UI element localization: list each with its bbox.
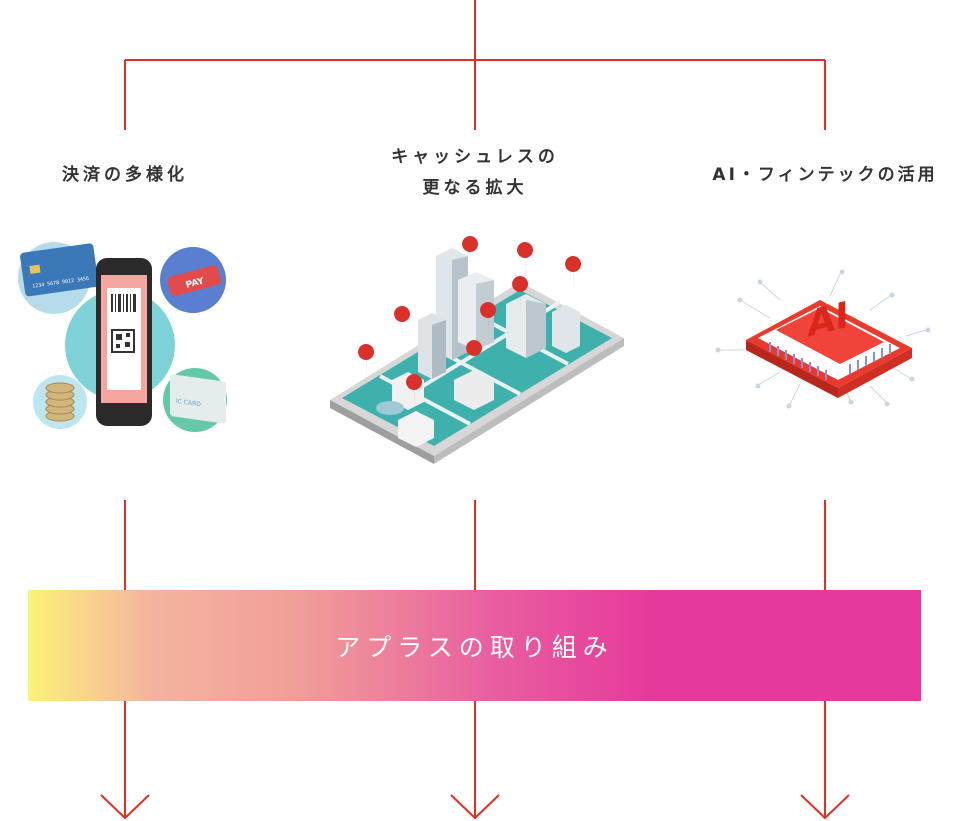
aplus-initiatives-banner: アプラスの取り組み: [28, 590, 921, 701]
down-arrow-icon: [450, 794, 500, 820]
down-arrow-icon: [100, 794, 150, 820]
column-title-cashless: キャッシュレスの 更なる拡大: [391, 147, 559, 198]
column-title-diversification: 決済の多様化: [62, 165, 188, 185]
down-arrows: [100, 794, 850, 820]
banner-label: アプラスの取り組み: [335, 632, 614, 662]
down-arrow-icon: [800, 794, 850, 820]
column-title-ai-fintech: AI・フィンテックの活用: [712, 165, 938, 185]
